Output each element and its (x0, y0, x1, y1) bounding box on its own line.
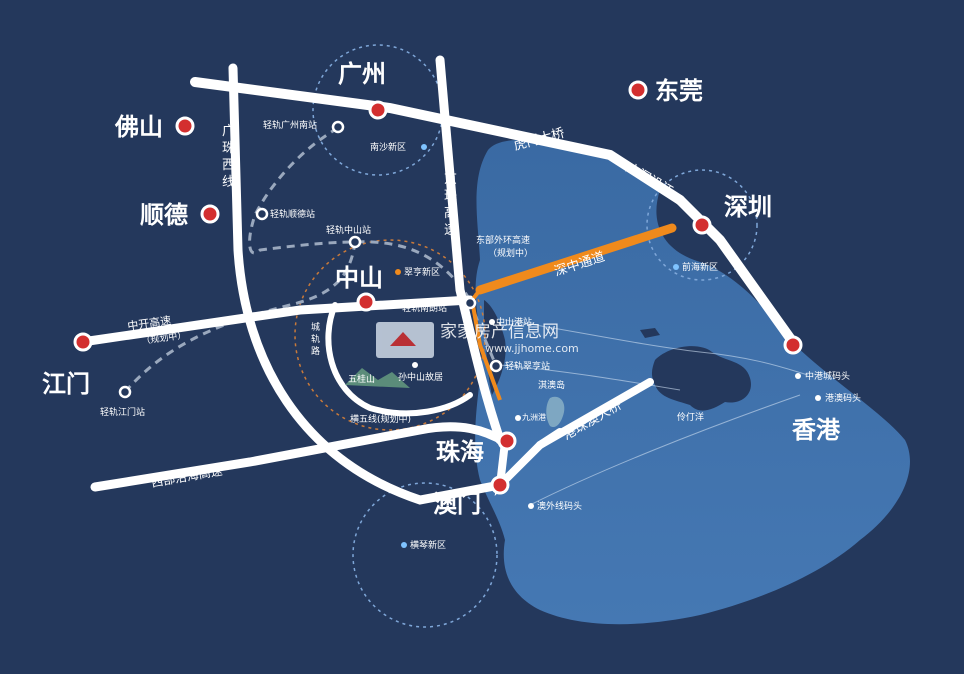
road-shenzhong-link (469, 288, 502, 401)
label-hengwu: 横五线(规划中) (350, 413, 411, 425)
pier-zhongshan-icon (489, 319, 495, 325)
marker-shunde[interactable] (200, 204, 220, 224)
label-guangzhou: 广州 (338, 60, 386, 88)
label-place-qiao: 淇澳岛 (538, 379, 565, 391)
heritage-icon (412, 362, 418, 368)
area-cuiheng-icon (395, 269, 401, 275)
marker-hongkong[interactable] (783, 335, 803, 355)
label-zhongkai: 中开高速 (126, 313, 172, 333)
label-station-shunde: 轻轨顺德站 (270, 208, 315, 220)
islet (640, 328, 660, 338)
label-place-lingdingyang: 伶仃洋 (677, 411, 704, 423)
watermark-house-icon (390, 332, 416, 346)
label-station-zhongshan-port: 中山港站 (496, 316, 532, 328)
label-west-coastal: 西部沿海高速 (150, 463, 224, 490)
area-hengqin-icon (401, 542, 407, 548)
hengqin-radius (352, 482, 498, 628)
zhongshan-radius (294, 239, 486, 431)
label-macau: 澳门 (433, 490, 481, 518)
city-markers (73, 80, 803, 495)
station-nanlang-icon[interactable] (463, 296, 477, 310)
lantau-island (651, 346, 751, 411)
road-humen (190, 77, 685, 205)
label-zhuhai: 珠海 (436, 438, 484, 466)
watermark: 家家房产信息网 www.jjhome.com (376, 322, 579, 358)
marker-jiangmen[interactable] (73, 332, 93, 352)
marker-macau[interactable] (490, 475, 510, 495)
label-zhongshan: 中山 (335, 264, 383, 292)
label-pier-hk: 中港城码头 (805, 370, 850, 382)
label-place-heritage: 孙中山故居 (398, 371, 443, 383)
roads (77, 55, 800, 505)
road-west-coastal (90, 422, 510, 492)
sea-route-2 (529, 394, 801, 506)
label-foshan: 佛山 (114, 113, 163, 141)
road-shenzhong (475, 223, 677, 295)
label-shunde: 顺德 (140, 201, 188, 229)
pier-dots (395, 144, 821, 548)
label-area-hengqin: 横琴新区 (410, 539, 446, 551)
area-nansha-icon (421, 144, 427, 150)
label-place-wuguishan: 五桂山 (348, 373, 375, 385)
label-dongguan: 东莞 (655, 77, 703, 105)
pier-jiuzhou-icon (515, 415, 521, 421)
city-labels: 广州 东莞 佛山 顺德 深圳 中山 江门 香港 珠海 澳门 (42, 60, 841, 518)
label-station-cuiheng: 轻轨翠亨站 (505, 360, 550, 372)
marker-dongguan[interactable] (628, 80, 648, 100)
station-guangzhou-south-icon[interactable] (331, 120, 345, 134)
label-east-ring: 东部外环高速 (476, 234, 530, 246)
road-guangzhu-west (228, 63, 505, 505)
pier-hk-icon (795, 373, 801, 379)
label-pier-macau: 澳外线码头 (537, 500, 582, 512)
station-shunde-icon[interactable] (255, 207, 269, 221)
label-hongkong: 香港 (792, 416, 841, 444)
label-city-ring: 城轨路 (311, 322, 320, 357)
station-labels: 轻轨广州南站 轻轨顺德站 轻轨中山站 轻轨南朗站 轻轨翠亨站 轻轨江门站 中山港… (100, 119, 861, 512)
qiao-island (546, 396, 565, 428)
area-labels: 南沙新区 前海新区 翠亨新区 横琴新区 五桂山 孙中山故居 淇澳岛 九洲港 伶仃… (348, 141, 718, 551)
label-station-jiangmen: 轻轨江门站 (100, 406, 145, 418)
station-cuiheng-icon[interactable] (489, 359, 503, 373)
area-qianhai-icon (673, 264, 679, 270)
road-shenzhen-hk (675, 195, 800, 350)
label-station-zhongshan: 轻轨中山站 (326, 224, 371, 236)
station-markers (118, 120, 503, 399)
station-jiangmen-icon[interactable] (118, 385, 132, 399)
shenzhen-radius (646, 169, 758, 281)
label-east-ring-planned: （规划中） (488, 247, 533, 259)
vertical-road-labels: 广珠西线 京珠高速 城轨路 (222, 124, 457, 357)
marker-shenzhen[interactable] (692, 215, 712, 235)
road-hzm-bridge (536, 378, 654, 449)
marker-zhuhai[interactable] (497, 431, 517, 451)
watermark-text: 家家房产信息网 (440, 322, 559, 342)
light-rail-line (248, 126, 472, 301)
light-rail-line-2 (123, 241, 357, 393)
label-pier-hk2: 港澳码头 (825, 392, 861, 404)
label-station-nanlang: 轻轨南朗站 (402, 302, 447, 314)
watermark-url: www.jjhome.com (485, 342, 579, 355)
marker-foshan[interactable] (175, 116, 195, 136)
label-place-jiuzhou: 九洲港 (522, 412, 546, 422)
marker-guangzhou[interactable] (368, 100, 388, 120)
label-area-cuiheng: 翠亨新区 (404, 266, 440, 278)
road-zhongshan-ring (325, 302, 473, 417)
label-station-guangzhou-south: 轻轨广州南站 (263, 119, 317, 131)
label-jingzhu: 京珠高速 (444, 172, 457, 238)
marker-zhongshan[interactable] (356, 292, 376, 312)
mountain-icon (345, 368, 410, 388)
label-area-nansha: 南沙新区 (370, 141, 406, 153)
station-zhongshan-icon[interactable] (348, 235, 362, 249)
label-area-qianhai: 前海新区 (682, 261, 718, 273)
pier-hk2-icon (815, 395, 821, 401)
pier-macau-icon (528, 503, 534, 509)
sea-route-3 (499, 364, 681, 391)
label-jiangmen: 江门 (42, 370, 90, 398)
sea-route (504, 319, 809, 376)
label-shenzhen: 深圳 (724, 193, 772, 221)
label-guangzhu-west: 广珠西线 (222, 124, 235, 190)
road-zhongkai (77, 295, 475, 347)
